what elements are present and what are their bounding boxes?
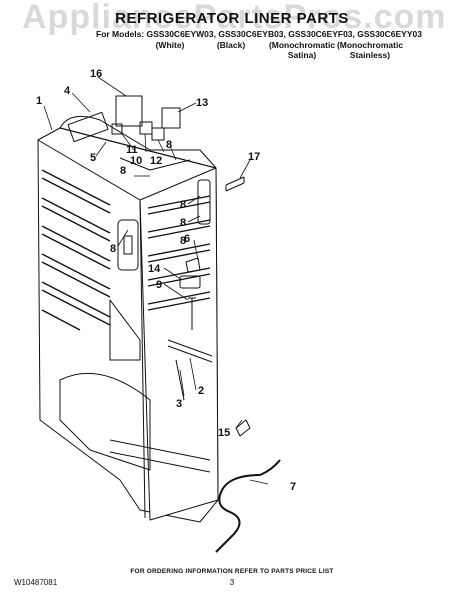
callout-10: 10 bbox=[130, 155, 142, 167]
callout-16: 16 bbox=[90, 68, 102, 80]
callout-8c: 8 bbox=[180, 199, 186, 211]
callout-8e: 8 bbox=[110, 243, 116, 255]
callout-8d: 8 bbox=[180, 217, 186, 229]
part-9-pin bbox=[188, 297, 196, 330]
callout-11: 11 bbox=[126, 144, 138, 156]
callout-7: 7 bbox=[290, 481, 296, 493]
callout-8f: 8 bbox=[180, 235, 186, 247]
callout-12: 12 bbox=[150, 155, 162, 167]
variant-white: (White) bbox=[155, 40, 185, 50]
part-4-housing bbox=[67, 111, 109, 143]
liner-front-edge bbox=[139, 199, 146, 519]
callout-1: 1 bbox=[36, 95, 42, 107]
callout-8a: 8 bbox=[120, 165, 126, 177]
part-2-strip bbox=[167, 339, 213, 363]
leader-lines bbox=[43, 76, 269, 485]
light-housing-left bbox=[117, 219, 139, 271]
callout-14: 14 bbox=[148, 263, 161, 275]
callout-13: 13 bbox=[196, 97, 208, 109]
callout-6: 6 bbox=[184, 233, 190, 245]
page-number: 3 bbox=[229, 578, 235, 587]
liner-top-rim bbox=[37, 127, 217, 201]
part-17-tube bbox=[225, 176, 245, 192]
model-variants: (White) (Black) (Monochromatic Satina) (… bbox=[0, 40, 464, 64]
part-10-11-clips bbox=[111, 123, 123, 135]
liner-drawing bbox=[37, 76, 281, 553]
models-line: For Models: GSS30C6EYW03, GSS30C6EYB03, … bbox=[96, 29, 422, 39]
variant-black: (Black) bbox=[216, 40, 246, 50]
callout-9: 9 bbox=[156, 279, 162, 291]
callout-labels: 1 2 3 4 5 6 7 8 8 8 8 8 8 9 10 11 12 13 … bbox=[36, 68, 296, 493]
variant-satina: (Monochromatic Satina) bbox=[268, 40, 336, 60]
document-number: W10487081 bbox=[14, 578, 58, 587]
part-6-cap bbox=[185, 257, 201, 273]
light-housing-right bbox=[197, 179, 211, 225]
part-14-bracket bbox=[179, 275, 201, 289]
part-13-cover bbox=[161, 107, 181, 129]
variant-stainless: (Monochromatic Stainless) bbox=[336, 40, 404, 60]
callout-17: 17 bbox=[248, 151, 260, 163]
top-duct bbox=[59, 115, 217, 169]
part-7-water-line bbox=[215, 474, 261, 553]
callout-4: 4 bbox=[64, 85, 71, 97]
callout-5: 5 bbox=[90, 152, 96, 164]
callout-15: 15 bbox=[218, 427, 230, 439]
part-16-bracket bbox=[115, 95, 143, 127]
lower-bin bbox=[59, 372, 151, 471]
watermark-text: AppliancePartsPros.com bbox=[22, 0, 447, 36]
callout-8b: 8 bbox=[166, 139, 172, 151]
part-3-rod bbox=[175, 359, 185, 401]
part-15-fitting bbox=[235, 419, 251, 437]
shelf-rails bbox=[41, 169, 111, 331]
callout-2: 2 bbox=[198, 385, 204, 397]
ordering-note: FOR ORDERING INFORMATION REFER TO PARTS … bbox=[130, 568, 334, 575]
callout-3: 3 bbox=[176, 398, 182, 410]
page-title: REFRIGERATOR LINER PARTS bbox=[115, 10, 349, 27]
